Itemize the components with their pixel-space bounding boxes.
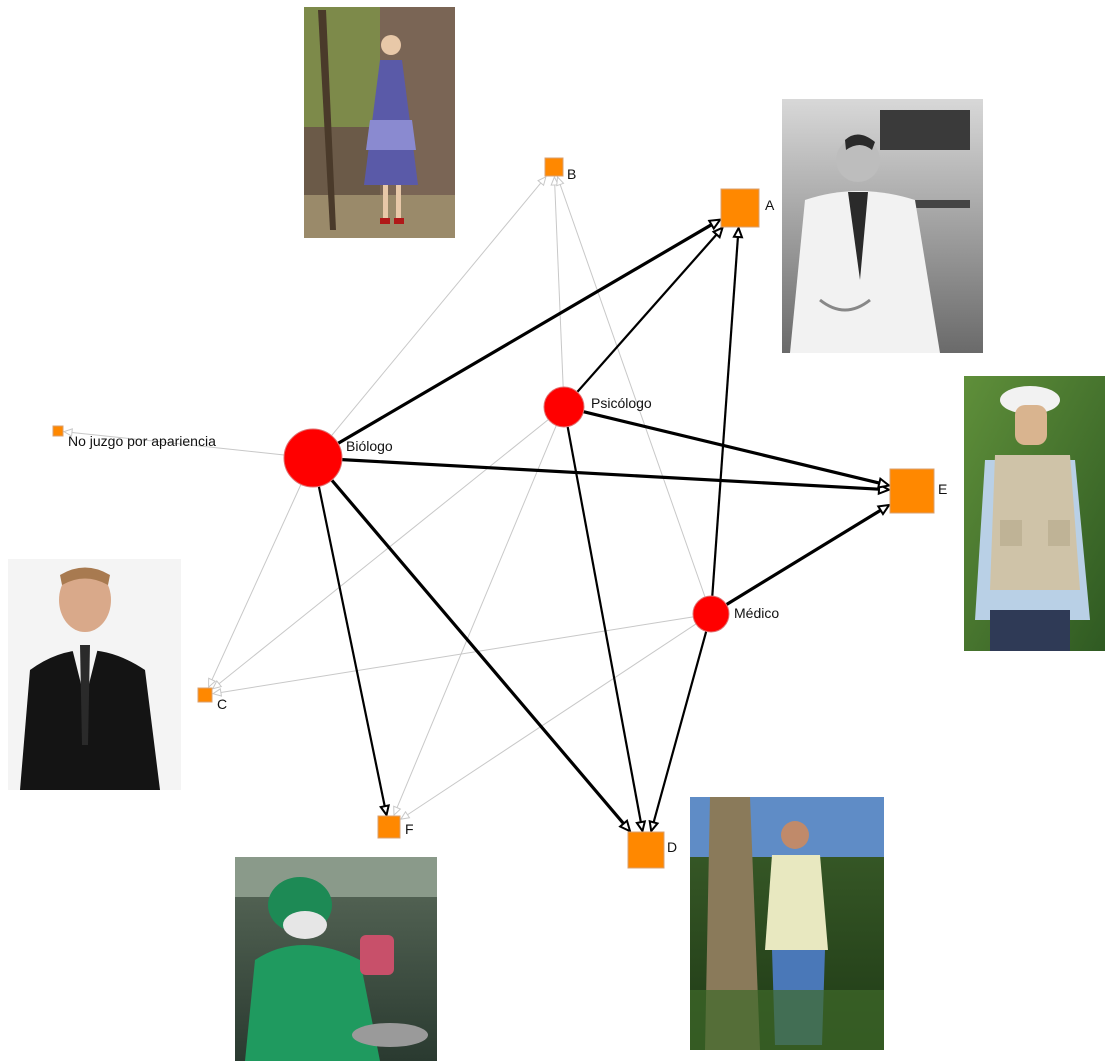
edge-line — [396, 425, 557, 808]
node-no-juzgo[interactable] — [52, 425, 64, 437]
edge-arrowhead — [393, 805, 402, 817]
edge-psicologo-A — [576, 225, 725, 393]
edge-arrowhead — [732, 225, 744, 239]
node-F[interactable] — [377, 815, 401, 839]
edge-line — [317, 486, 386, 807]
edge-psicologo-C — [211, 419, 549, 690]
edge-medico-A — [711, 225, 744, 597]
edge-arrowhead — [618, 818, 632, 834]
edge-arrowhead — [648, 819, 660, 834]
edge-arrowhead — [399, 810, 411, 820]
edge-line — [331, 182, 542, 436]
label-D: D — [667, 839, 677, 855]
photo-surgeon — [235, 857, 437, 1061]
photo-woman-dress — [304, 7, 455, 238]
edge-psicologo-F — [393, 425, 557, 817]
node-D[interactable] — [627, 831, 665, 869]
node-medico[interactable] — [692, 595, 730, 633]
edge-line — [337, 223, 713, 445]
edge-arrowhead — [62, 428, 73, 437]
edge-arrowhead — [556, 175, 565, 187]
edge-medico-F — [399, 623, 697, 820]
photo-man-forest — [690, 797, 884, 1050]
edge-medico-C — [211, 616, 694, 697]
edge-line — [576, 233, 718, 393]
nodes-layer: Biólogo Psicólogo Médico A B C D E F No … — [52, 157, 947, 869]
photo-man-vest-cap — [964, 376, 1105, 651]
edge-line — [583, 410, 880, 485]
edge-arrowhead — [876, 476, 892, 489]
edge-line — [220, 616, 694, 693]
node-B[interactable] — [544, 157, 564, 177]
edge-medico-E — [725, 503, 892, 606]
edge-arrowhead — [379, 804, 390, 818]
edge-arrowhead — [537, 175, 547, 187]
edge-biologo-A — [337, 218, 723, 445]
edge-line — [711, 236, 740, 597]
edge-biologo-NJ — [62, 428, 285, 456]
edge-biologo-F — [317, 486, 390, 818]
label-F: F — [405, 821, 414, 837]
label-A: A — [765, 197, 775, 213]
label-B: B — [567, 166, 576, 182]
photo-scientist-labcoat — [782, 99, 983, 353]
node-C[interactable] — [197, 687, 213, 703]
edge-arrowhead — [635, 820, 647, 834]
edge-line — [330, 479, 625, 825]
label-biologo: Biólogo — [346, 438, 393, 454]
edge-arrowhead — [711, 225, 725, 239]
edge-line — [341, 457, 880, 491]
edge-arrowhead — [211, 688, 223, 697]
edges-layer — [62, 175, 892, 834]
edge-medico-B — [556, 175, 706, 598]
label-E: E — [938, 481, 947, 497]
node-psicologo[interactable] — [543, 386, 585, 428]
edge-line — [725, 508, 882, 606]
edge-medico-D — [648, 631, 708, 834]
edge-arrowhead — [707, 218, 723, 231]
edge-arrowhead — [208, 677, 217, 689]
photo-man-suit — [8, 559, 181, 790]
edge-biologo-C — [208, 484, 302, 689]
node-biologo[interactable] — [283, 428, 343, 488]
edge-arrowhead — [211, 680, 223, 690]
node-A[interactable] — [720, 188, 760, 228]
edge-psicologo-B — [550, 175, 564, 388]
edge-biologo-D — [330, 479, 632, 834]
edge-line — [652, 631, 708, 823]
edge-line — [559, 184, 706, 598]
label-no-juzgo: No juzgo por apariencia — [68, 433, 216, 449]
edge-psicologo-D — [566, 426, 647, 834]
edge-line — [218, 419, 549, 685]
edge-line — [554, 184, 564, 388]
node-E[interactable] — [889, 468, 935, 514]
edge-line — [211, 484, 302, 681]
edge-line — [566, 426, 642, 823]
edge-line — [71, 431, 285, 456]
edge-arrowhead — [876, 503, 892, 516]
edge-line — [407, 623, 697, 816]
label-medico: Médico — [734, 605, 779, 621]
edge-biologo-B — [331, 175, 547, 436]
label-psicologo: Psicólogo — [591, 395, 652, 411]
edge-psicologo-E — [583, 410, 892, 489]
label-C: C — [217, 696, 227, 712]
